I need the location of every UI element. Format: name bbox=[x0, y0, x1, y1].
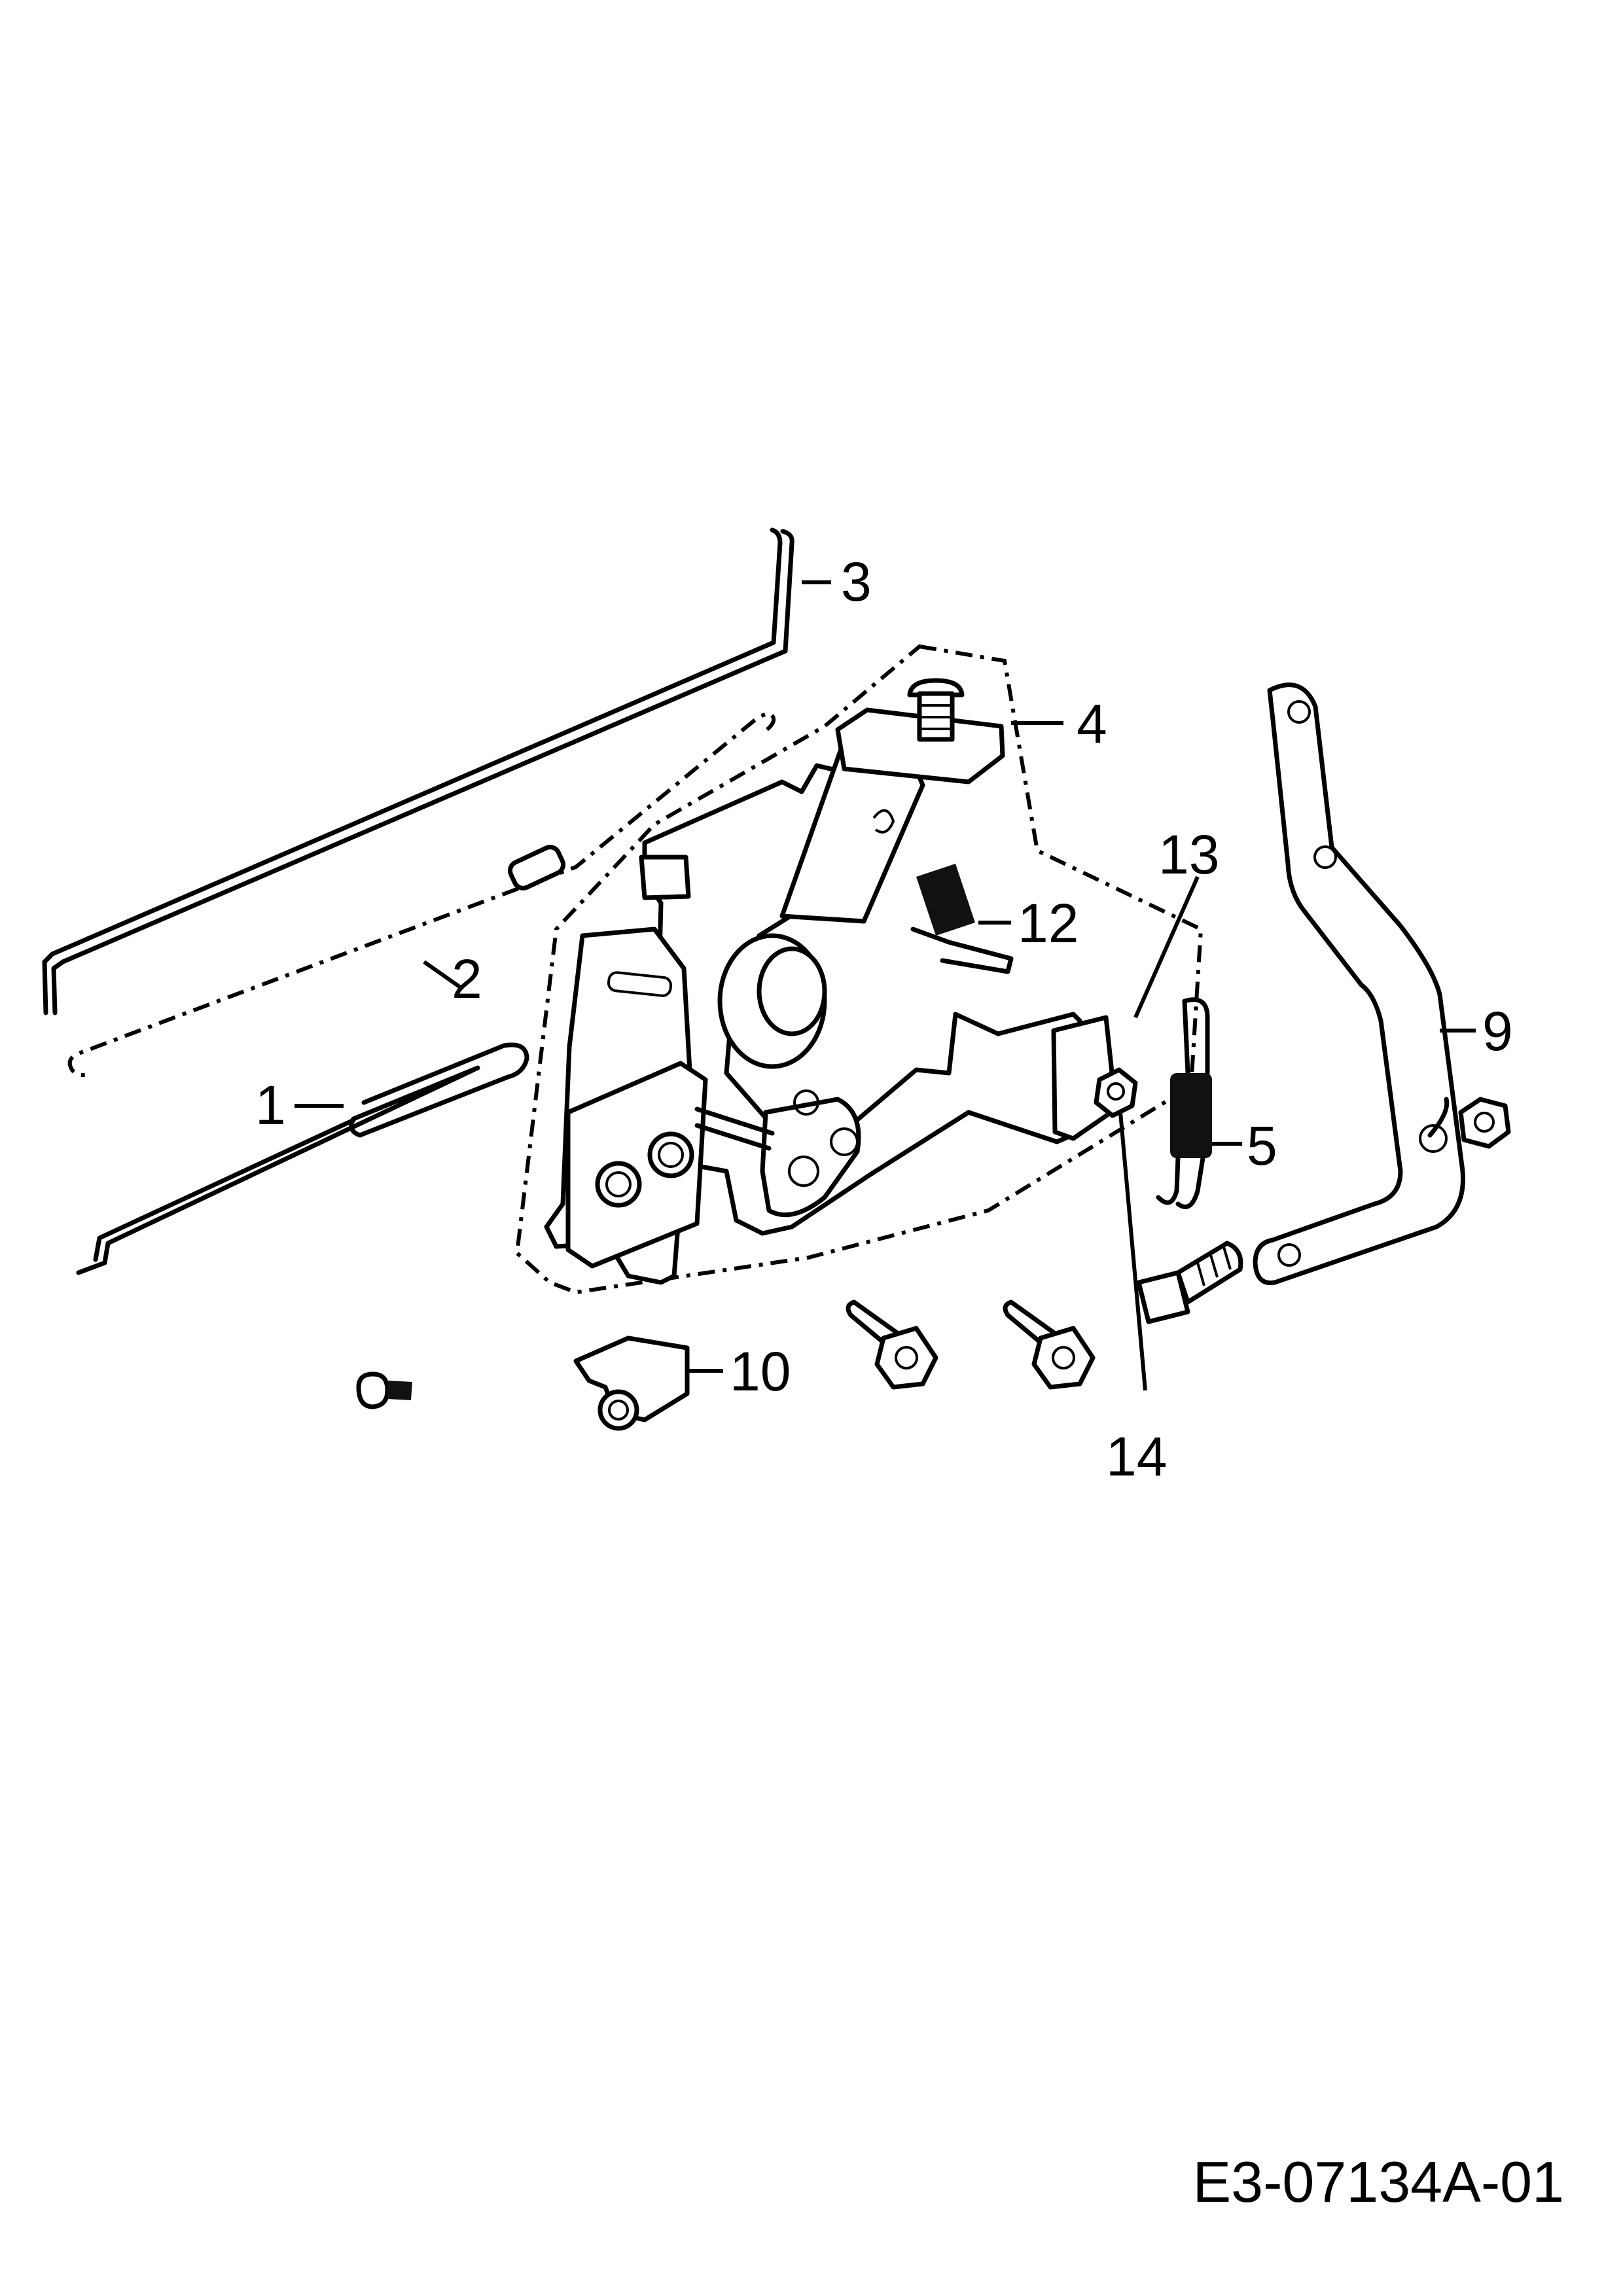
callout-13: 13 bbox=[1158, 824, 1219, 885]
hex-bolt-1[interactable] bbox=[846, 1299, 938, 1390]
part-4-screw[interactable] bbox=[907, 678, 965, 742]
callout-12: 12 bbox=[1018, 892, 1079, 954]
hex-bolt-2[interactable] bbox=[1003, 1299, 1096, 1390]
callout-4: 4 bbox=[1077, 693, 1107, 754]
part-5-spring[interactable] bbox=[1156, 997, 1212, 1209]
part-3-throttle-rod[interactable] bbox=[42, 527, 794, 1016]
callout-9: 9 bbox=[1482, 1000, 1513, 1062]
part-14-nut[interactable] bbox=[1094, 1067, 1138, 1118]
callout-2: 2 bbox=[452, 948, 482, 1010]
part-10-clamp[interactable] bbox=[573, 1335, 690, 1431]
assembly-boundary bbox=[514, 644, 1204, 1295]
part-12-spring[interactable] bbox=[910, 864, 1014, 974]
drawing-code: E3-07134A-01 bbox=[1192, 2149, 1564, 2214]
part-1-choke-rod[interactable] bbox=[76, 1042, 529, 1275]
hex-nut[interactable] bbox=[1458, 1097, 1511, 1149]
callout-1: 1 bbox=[255, 1074, 286, 1136]
leader-lines bbox=[294, 580, 1476, 1391]
small-screw[interactable] bbox=[356, 1371, 412, 1409]
part-2-governor-link[interactable] bbox=[67, 711, 776, 1078]
shoulder-bolt[interactable] bbox=[1136, 1241, 1243, 1324]
control-bracket[interactable] bbox=[544, 707, 1118, 1285]
callout-5: 5 bbox=[1247, 1115, 1277, 1176]
callout-14: 14 bbox=[1106, 1426, 1167, 1487]
callout-10: 10 bbox=[730, 1341, 791, 1402]
part-9-lever[interactable] bbox=[1253, 682, 1465, 1286]
callout-3: 3 bbox=[841, 551, 872, 612]
